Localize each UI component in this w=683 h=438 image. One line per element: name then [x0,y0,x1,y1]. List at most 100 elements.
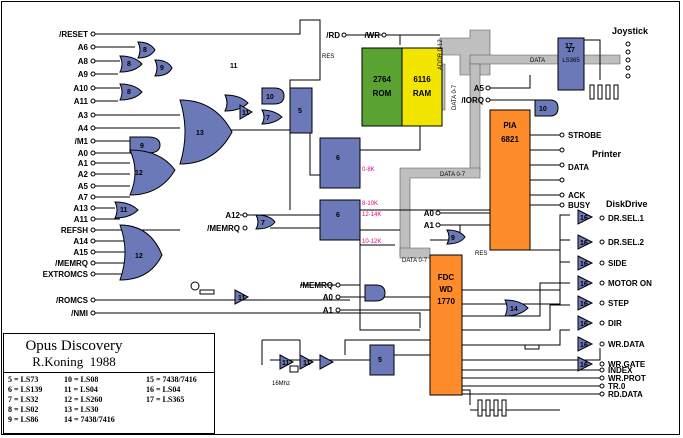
chip-number: 7 [266,115,270,122]
chip-number: 8 [127,89,131,96]
chip-number: 16 [580,261,588,268]
signal-rd: /RD [326,31,340,40]
chip-number: 11 [242,110,250,117]
signal-a1: A1 [78,159,89,168]
legend-entry: 8 = LS02 [8,405,39,414]
legend-separator [4,372,214,373]
signal-a0-pia: A0 [424,209,435,218]
bus-data-fdc: DATA 0-7 [402,258,428,264]
signal-refsh: REFSH [61,226,88,235]
chip-number: 17 [565,43,573,50]
signal-reset: /RESET [59,30,88,39]
chip-number: 16 [580,281,588,288]
rom-type: ROM [373,89,392,98]
chip-number: 8 [127,61,131,68]
chip-number: 11 [230,63,238,70]
rom-name: 2764 [373,75,391,84]
chip-number: 11 [303,360,311,367]
chip-labels: 2764 ROM 6116 RAM PIA 6821 FDC WD 1770 1… [373,47,581,306]
signal-a1-fdc: A1 [323,306,334,315]
chip-number: 9 [140,143,144,150]
chip-number: 10 [539,106,547,113]
legend-entry: 5 = LS73 [8,375,39,384]
chip-number: 16 [580,321,588,328]
chip-number: 11 [238,295,246,302]
signal-a5: A5 [78,182,89,191]
signal-romcs: /ROMCS [56,296,89,305]
disk-drsel1: DR.SEL.1 [608,214,645,223]
signal-wr: /WR [364,31,380,40]
signal-a2: A2 [78,170,89,179]
ram-type: RAM [413,89,432,98]
printer-data: DATA [568,163,589,172]
disk-motor-on: MOTOR ON [608,279,652,288]
printer-pins: STROBE DATA ACK BUSY [568,131,602,210]
chip-number: 14 [510,306,518,313]
signal-memrq-mid: /MEMRQ [207,224,240,233]
printer-strobe: STROBE [568,131,602,140]
signal-a10: A10 [73,84,88,93]
chip-number: 7 [261,220,265,227]
res-label: RES [322,54,334,60]
printer-busy: BUSY [568,201,591,210]
chip-number: 6 [336,155,340,162]
disk-pins: DR.SEL.1 DR.SEL.2 SIDE MOTOR ON STEP DIR… [608,214,652,399]
fdc-wr-prot: WR.PROT [608,374,646,383]
ic-chips [289,37,585,396]
disk-drsel2: DR.SEL.2 [608,238,645,247]
disk-wr-gate: WR.GATE [608,360,646,369]
crystal [261,339,301,373]
signal-memrq-fdc: /MEMRQ [300,281,333,290]
signal-a15: A15 [73,248,88,257]
chip-numbers: 8 8 8 9 9 13 5 10 11 11 12 11 12 7 6 6 7… [120,43,588,369]
legend-entry: 13 = LS30 [64,405,99,414]
chip-number: 5 [298,108,302,115]
signal-a0-fdc: A0 [323,293,334,302]
bus-addr: ADDR 0-12 [438,39,444,70]
author-name: R.Koning [32,354,84,369]
chip-number: 16 [580,215,588,222]
legend-entry: 9 = LS86 [8,415,39,424]
legend-entry: 10 = LS08 [64,375,99,384]
bus-data: DATA [530,58,545,64]
bus-data-upper: DATA 0-7 [452,84,458,110]
inverters [234,104,335,370]
chip-number: 8 [143,47,147,54]
signal-extromcs: EXTROMCS [43,270,89,279]
range-labels: 0-8K 8-10K 12-14K 10-12K [362,167,381,245]
diskdrive-label: DiskDrive [606,199,648,209]
signal-a12: A12 [225,211,240,220]
chip-number: 16 [580,301,588,308]
legend-entry: 12 = LS260 [64,395,103,404]
disk-buffers [577,209,594,372]
chip-number: 16 [580,362,588,369]
signal-a5-pia: A5 [474,84,485,93]
chip-number: 9 [160,65,164,72]
bus-labels: DATA ADDR 0-12 DATA 0-7 DATA 0-7 DATA 0-… [322,39,545,264]
chip-number: 12 [135,253,143,260]
signal-a13: A13 [73,204,88,213]
buffer-number: 17 [567,47,575,54]
chip-number: 16 [580,342,588,349]
signal-a3: A3 [78,111,89,120]
author-line: R.Koning 1988 [4,354,144,370]
pia-name: PIA [503,121,517,130]
section-labels: Joystick Printer DiskDrive [592,26,649,209]
range-12-14k: 12-14K [362,212,381,218]
signal-a4: A4 [78,124,89,133]
mid-signal-labels: A12 /MEMRQ /MEMRQ A0 A1 /RD /WR A5 /IORQ… [207,31,484,315]
legend-column-3: 15 = 7438/7416 16 = LS04 17 = LS365 [146,375,197,405]
signal-a8: A8 [78,57,89,66]
signal-nmi: /NMI [71,309,88,318]
signal-iorq: /IORQ [461,96,484,105]
diagram-title: Opus Discovery [25,338,123,354]
signal-m1: /M1 [75,137,89,146]
chip-number: 6 [336,212,340,219]
year: 1988 [89,354,116,369]
chip-number: 11 [120,207,128,214]
disk-side: SIDE [608,259,627,268]
signal-memrq: /MEMRQ [55,259,88,268]
legend-entry: 17 = LS365 [146,395,185,404]
signal-a0: A0 [78,149,89,158]
